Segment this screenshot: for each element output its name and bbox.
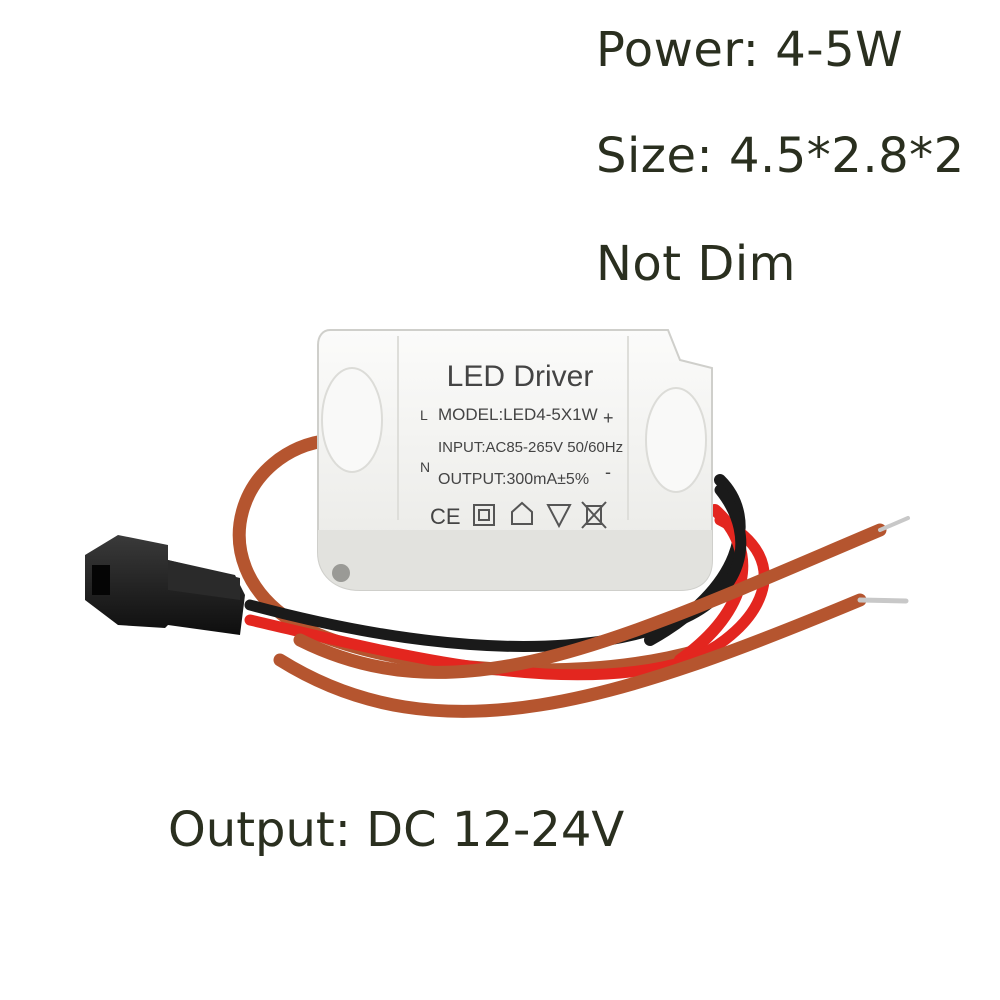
housing-recess-right — [645, 387, 707, 493]
brown-wire-bottom — [273, 593, 867, 718]
weee-bin-icon — [581, 501, 607, 529]
mark-n: N — [420, 459, 430, 475]
brown-wire-top — [293, 523, 887, 679]
label-model: MODEL:LED4-5X1W — [438, 405, 598, 424]
mark-plus: + — [603, 408, 614, 428]
label-title: LED Driver — [447, 360, 594, 393]
f-mark-icon — [546, 504, 572, 529]
output-caption: Output: DC 12-24V — [168, 802, 625, 858]
label-output: OUTPUT:300mA±5% — [438, 471, 589, 488]
bare-wire-tip-bottom — [857, 597, 909, 604]
led-driver-housing: LED Driver MODEL:LED4-5X1W INPUT:AC85-26… — [317, 329, 713, 591]
label-input: INPUT:AC85-265V 50/60Hz — [438, 439, 623, 456]
indoor-use-icon — [511, 501, 533, 525]
cert-icons: CE — [430, 501, 607, 529]
wires-front — [244, 484, 910, 718]
spec-size: Size: 4.5*2.8*2 — [596, 128, 965, 184]
bare-wire-tip-top — [878, 516, 910, 532]
connector-plug — [85, 535, 245, 635]
mark-l: L — [420, 407, 428, 423]
ce-icon: CE — [430, 504, 461, 529]
spec-dimming: Not Dim — [596, 236, 796, 292]
mark-minus: - — [605, 462, 611, 482]
double-insulation-icon — [473, 504, 495, 526]
spec-power: Power: 4-5W — [596, 22, 904, 78]
housing-recess-left — [321, 367, 383, 473]
mounting-hole — [332, 564, 350, 582]
